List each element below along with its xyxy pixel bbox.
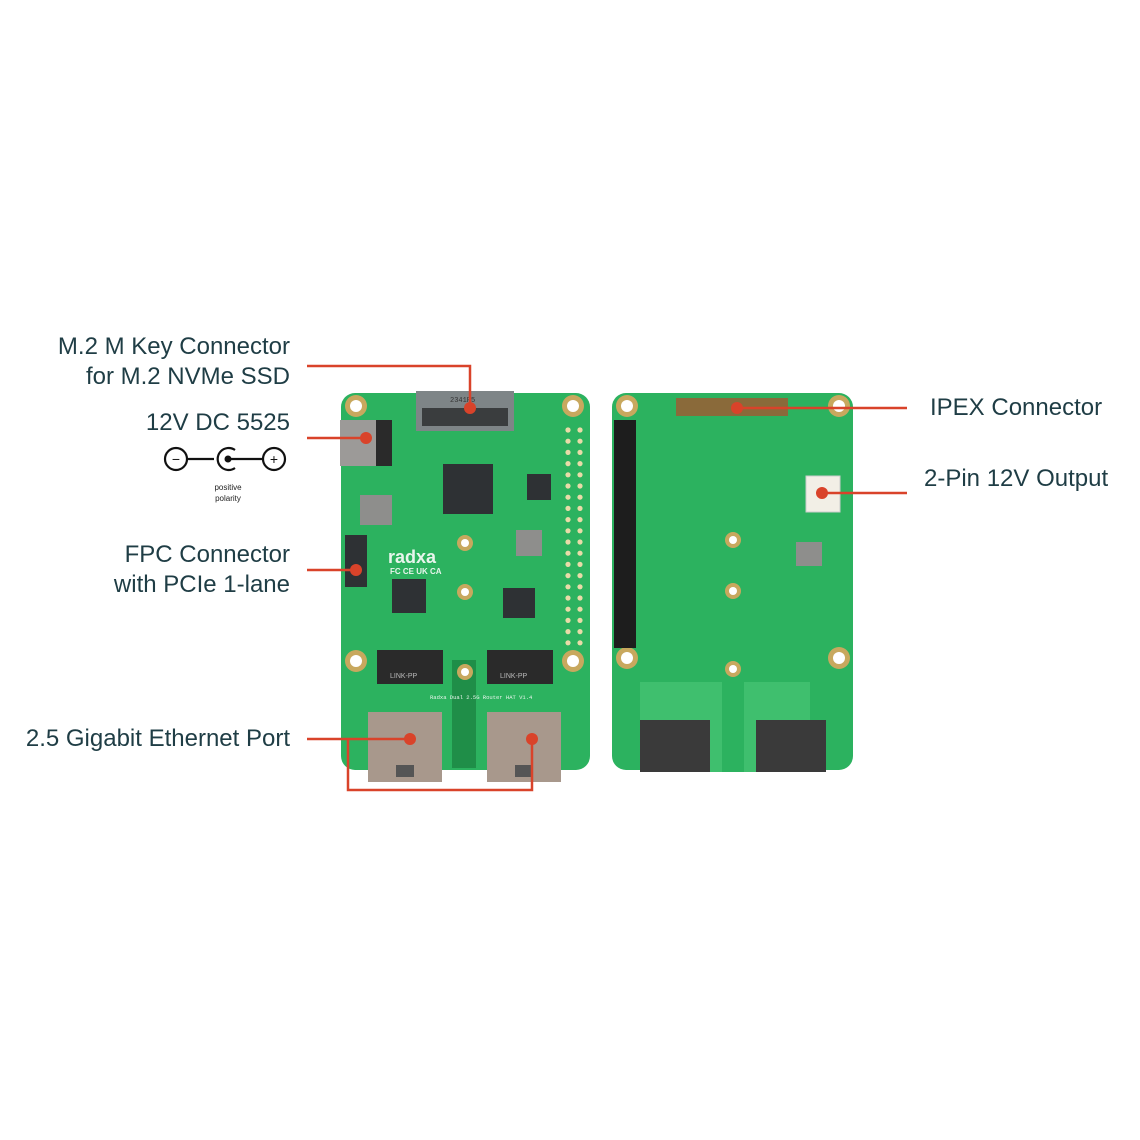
gpio-pad	[565, 483, 571, 489]
svg-text:LINK-PP: LINK-PP	[500, 673, 528, 680]
plus-sign: +	[270, 451, 278, 467]
gpio-pad	[565, 595, 571, 601]
gpio-header	[614, 420, 636, 648]
gpio-pad	[565, 449, 571, 455]
gpio-pad	[577, 427, 583, 433]
gpio-pad	[577, 528, 583, 534]
gpio-pad	[577, 561, 583, 568]
ethernet-port-back-2	[756, 720, 826, 772]
gpio-pad	[577, 449, 583, 455]
board-bottom-view	[612, 393, 853, 772]
gpio-pad	[565, 505, 571, 511]
gpio-pad	[577, 438, 583, 444]
gpio-pad	[565, 539, 571, 545]
gpio-pad	[565, 472, 571, 478]
gpio-pad	[577, 472, 583, 478]
svg-text:2341P5: 2341P5	[450, 397, 475, 405]
minus-sign: −	[172, 451, 180, 467]
gpio-pad	[565, 438, 571, 444]
polarity-caption: positive polarity	[214, 483, 242, 503]
ethernet-label: 2.5 Gigabit Ethernet Port	[25, 725, 290, 752]
dc-label: 12V DC 5525	[145, 409, 290, 436]
gpio-pad	[577, 629, 583, 635]
gpio-pad	[565, 617, 571, 624]
gpio-pad	[565, 606, 571, 612]
ipex-label: IPEX Connector	[930, 394, 1103, 421]
gpio-pad	[565, 561, 571, 568]
svg-text:radxa: radxa	[388, 547, 437, 567]
gpio-pad	[565, 528, 571, 534]
gpio-pad	[565, 573, 571, 579]
callout-dots	[350, 402, 828, 745]
polarity-symbol	[163, 446, 287, 472]
gpio-pad	[577, 573, 583, 579]
fpc-label: FPC Connector with PCIe 1-lane	[113, 541, 290, 598]
gpio-pad	[577, 595, 583, 601]
board-top-view: 2341P5 LINK-PP LINK-PP radxa FC CE UK CA…	[340, 391, 590, 782]
gpio-pad	[577, 517, 583, 523]
gpio-pad	[577, 461, 583, 467]
gpio-pad	[577, 483, 583, 489]
gpio-pad	[577, 617, 583, 624]
gpio-pad	[565, 461, 571, 467]
fpc-connector	[345, 535, 367, 587]
gpio-pad	[577, 494, 583, 500]
gpio-pad	[577, 505, 583, 511]
gpio-pad	[577, 606, 583, 612]
svg-text:Radxa Dual 2.5G Router HAT V1.: Radxa Dual 2.5G Router HAT V1.4	[430, 694, 533, 701]
svg-text:LINK-PP: LINK-PP	[390, 673, 418, 680]
gpio-pad	[565, 427, 571, 433]
gpio-pad	[565, 494, 571, 500]
m2-label: M.2 M Key Connector for M.2 NVMe SSD	[57, 333, 290, 390]
gpio-pad	[577, 640, 583, 646]
ethernet-port-back-1	[640, 720, 710, 772]
svg-text:FC CE UK CA: FC CE UK CA	[390, 567, 442, 576]
gpio-pad	[565, 629, 571, 635]
gpio-pad	[577, 584, 583, 590]
gpio-pad	[577, 550, 583, 556]
gpio-pad	[565, 550, 571, 556]
gpio-pad	[565, 517, 571, 523]
two-pin-label: 2-Pin 12V Output	[924, 465, 1109, 492]
gpio-pad	[565, 640, 571, 646]
callout-lines	[307, 364, 907, 792]
gpio-pad	[565, 584, 571, 590]
gpio-pad	[577, 539, 583, 545]
